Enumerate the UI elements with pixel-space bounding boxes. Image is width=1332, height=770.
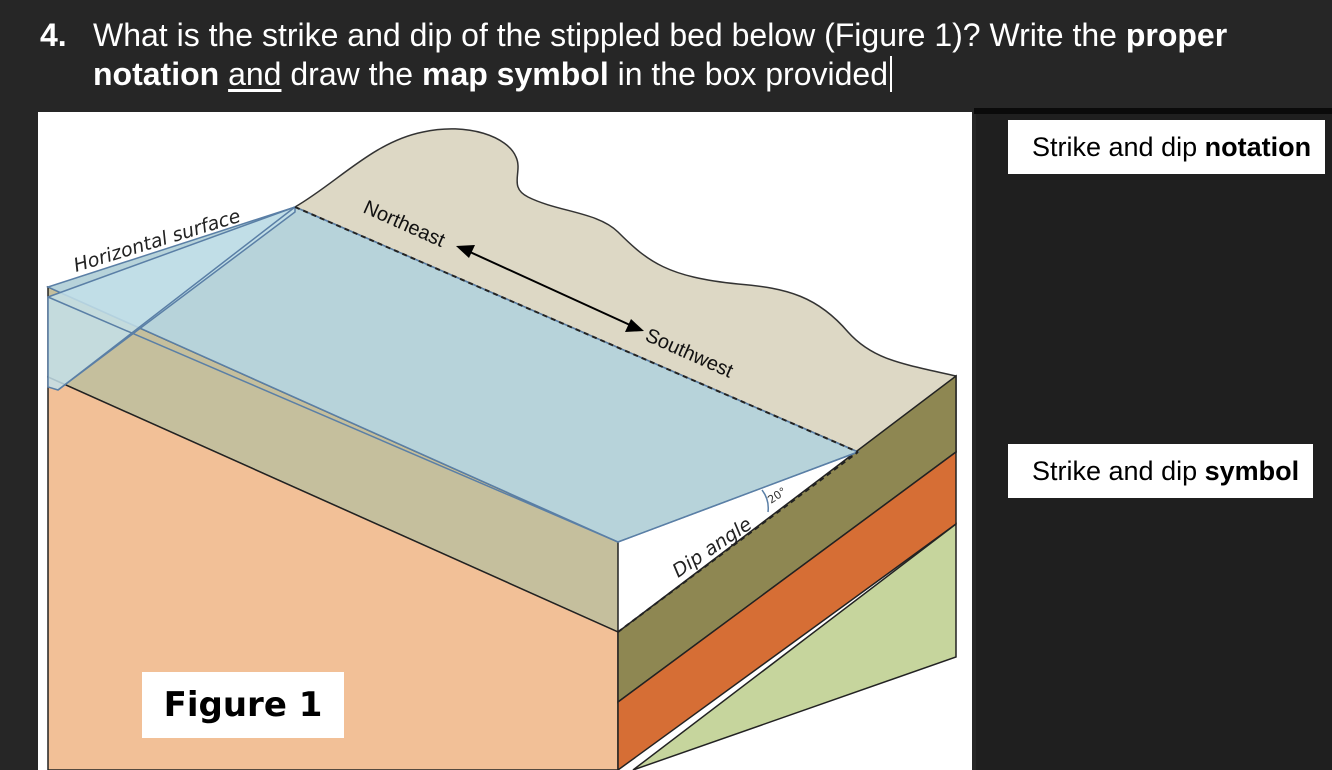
text-cursor xyxy=(890,56,892,92)
horizontal-plane-edge xyxy=(47,296,619,543)
dip-reference-line xyxy=(617,451,859,543)
question-line2-bold-symbol: map symbol xyxy=(421,56,609,92)
bed-peach-front xyxy=(47,375,619,770)
figure-caption: Figure 1 xyxy=(142,672,344,738)
figure-1-panel: Horizontal surface Northeast Southwest D… xyxy=(38,112,972,770)
question-line2-underlined: and xyxy=(228,56,282,92)
notation-label-bold: notation xyxy=(1204,132,1312,162)
question-line-2: notation and draw the map symbol in the … xyxy=(93,55,1325,94)
dip-angle-arc xyxy=(761,489,769,513)
arrowhead-southwest xyxy=(625,319,644,332)
question-line2-bold-notation: notation xyxy=(93,56,220,92)
dip-dashed-line xyxy=(617,451,859,633)
notation-label-prefix: Strike and dip xyxy=(1032,132,1205,162)
bed-green-right xyxy=(632,522,957,770)
question-line2-suffix: in the box provided xyxy=(608,56,888,92)
block-diagram: Horizontal surface Northeast Southwest D… xyxy=(45,128,957,770)
strike-arrow xyxy=(469,251,631,326)
symbol-label-prefix: Strike and dip xyxy=(1032,456,1205,486)
symbol-box-label[interactable]: Strike and dip symbol xyxy=(1008,444,1314,498)
land-surface xyxy=(293,128,957,453)
horizontal-plane-diagonal xyxy=(57,206,296,391)
question-line2-mid: draw the xyxy=(281,56,422,92)
strike-line xyxy=(294,206,859,453)
symbol-label-bold: symbol xyxy=(1204,456,1300,486)
horizontal-plane xyxy=(47,205,296,391)
answer-panel[interactable]: Strike and dip notation Strike and dip s… xyxy=(976,114,1332,770)
arrowhead-northeast xyxy=(456,245,475,258)
question-line1-bold: proper xyxy=(1125,17,1228,53)
question-line-1: What is the strike and dip of the stippl… xyxy=(93,16,1325,55)
label-angle-value: 20° xyxy=(765,485,788,507)
question-number: 4. xyxy=(40,17,67,53)
question-body[interactable]: What is the strike and dip of the stippl… xyxy=(93,16,1325,94)
answer-panel-divider xyxy=(974,108,1332,114)
question-line2-space xyxy=(219,56,228,92)
notation-box-label[interactable]: Strike and dip notation xyxy=(1008,120,1326,174)
question-line1-prefix: What is the strike and dip of the stippl… xyxy=(93,17,1126,53)
